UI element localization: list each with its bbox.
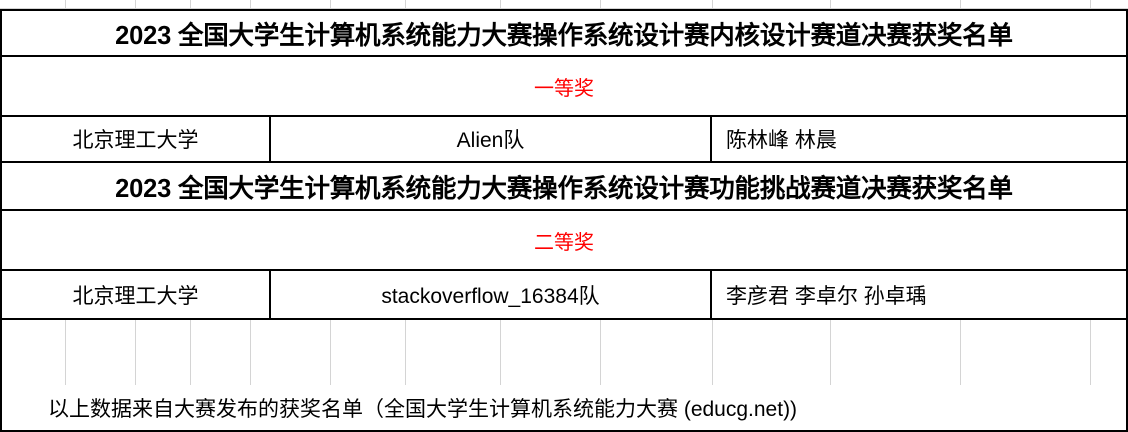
gridline-horizontal [0, 8, 1128, 9]
school-cell-2: 北京理工大学 [0, 269, 271, 320]
school-cell-1: 北京理工大学 [0, 115, 271, 163]
prize-label-1: 一等奖 [0, 57, 1128, 115]
members-cell-2: 李彦君 李卓尔 孙卓瑀 [712, 269, 1128, 320]
section-title-2: 2023 全国大学生计算机系统能力大赛操作系统设计赛功能挑战赛道决赛获奖名单 [0, 163, 1128, 211]
team-cell-2: stackoverflow_16384队 [271, 269, 712, 320]
members-cell-1: 陈林峰 林晨 [712, 115, 1128, 163]
footer-note: 以上数据来自大赛发布的获奖名单（全国大学生计算机系统能力大赛 (educg.ne… [0, 385, 1128, 432]
prize-label-2: 二等奖 [0, 211, 1128, 269]
empty-spacer-row [0, 320, 1128, 385]
team-cell-1: Alien队 [271, 115, 712, 163]
section-title-1: 2023 全国大学生计算机系统能力大赛操作系统设计赛内核设计赛道决赛获奖名单 [0, 9, 1128, 57]
